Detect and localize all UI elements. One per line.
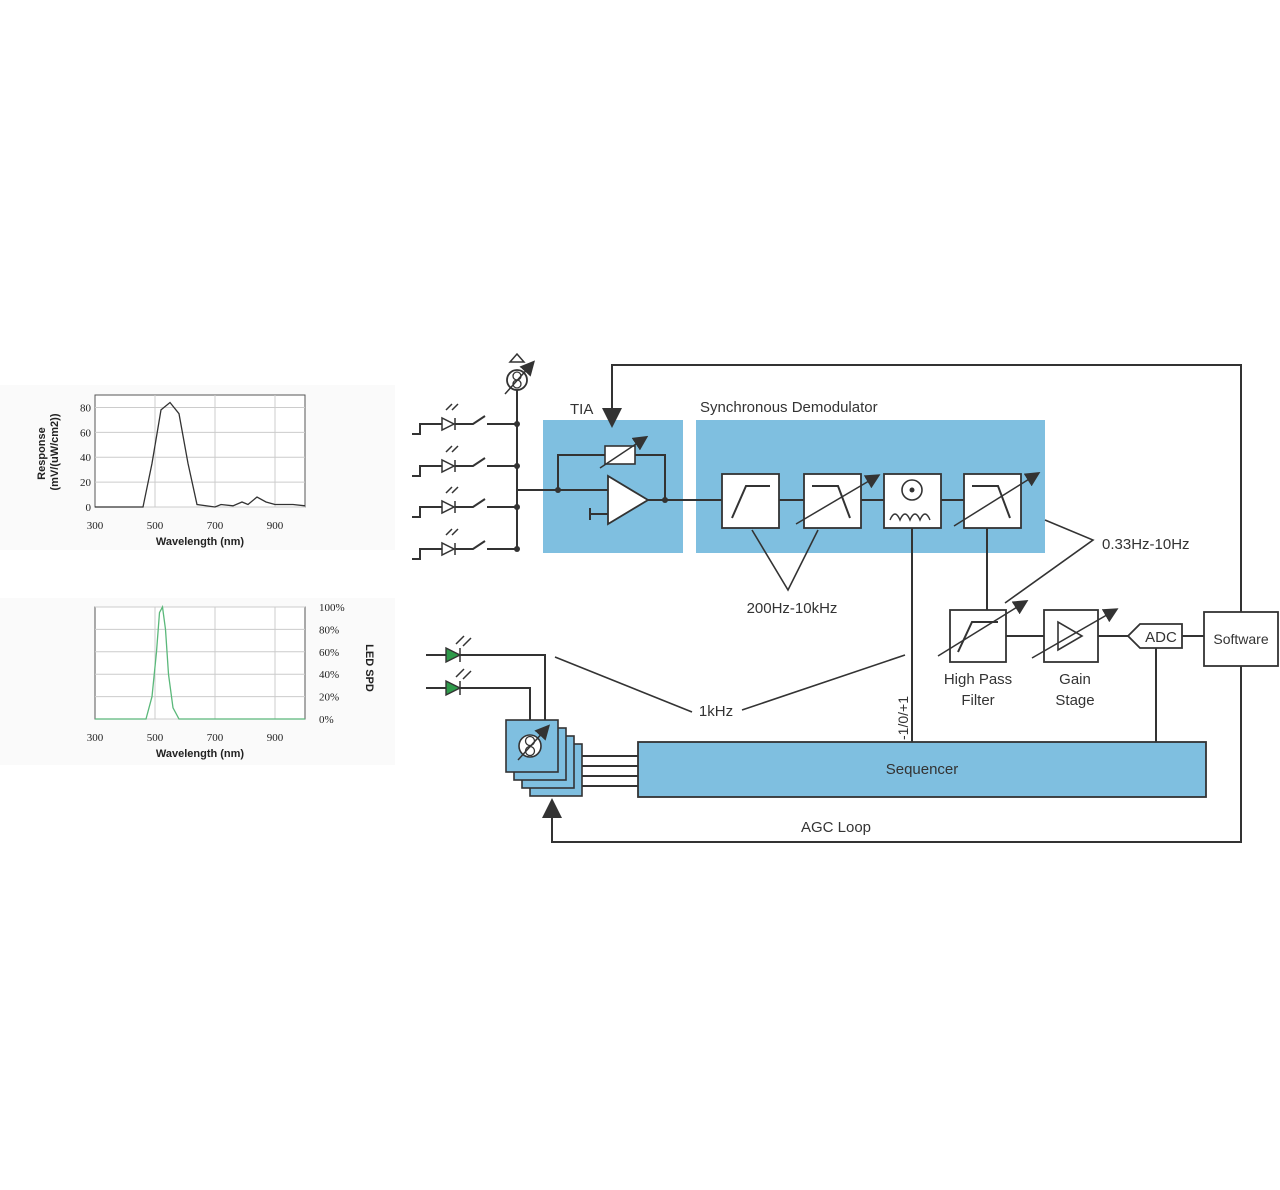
y-tick-label: 60	[80, 427, 92, 439]
freq-1khz-label: 1kHz	[699, 703, 733, 720]
x-tick-label: 300	[87, 520, 104, 532]
photodiode-1	[412, 403, 520, 435]
led-spd-plot-area	[94, 606, 306, 720]
led-driver-current-source-icon	[517, 724, 551, 761]
freq-200hz-10khz-label: 200Hz-10kHz	[747, 600, 838, 617]
photodiode-4	[412, 528, 520, 560]
agc-loop-label: AGC Loop	[801, 819, 871, 836]
y-tick-label: 0%	[319, 714, 334, 726]
y-tick-label: 40	[80, 452, 92, 464]
hpf-label-2: Filter	[961, 692, 994, 709]
high-pass-filter-icon	[949, 609, 1007, 663]
software-label: Software	[1213, 631, 1268, 647]
photodiode-array	[412, 352, 535, 560]
led-spd-xlabel: Wavelength (nm)	[156, 748, 245, 760]
response-ylabel-line-1: Response	[36, 427, 48, 480]
lowpass-filter-1-icon	[803, 473, 862, 529]
x-tick-label: 700	[207, 732, 224, 744]
green-led-2-icon	[445, 679, 462, 697]
phase-label: -1/0/+1	[895, 696, 911, 740]
response-series-line	[95, 401, 306, 508]
x-tick-label: 900	[267, 732, 284, 744]
lowpass-filter-2-icon	[963, 473, 1022, 529]
x-tick-label: 700	[207, 520, 224, 532]
y-tick-label: 80	[80, 402, 92, 414]
hpf-label-1: High Pass	[944, 671, 1012, 688]
response-xlabel: Wavelength (nm)	[156, 536, 245, 548]
200hz-pointer-lines	[751, 529, 819, 592]
agc-loop-wire	[542, 666, 1242, 843]
led-spd-series-line	[95, 604, 305, 720]
response-chart: 0 20 40 60 80 300 500 700 900 Wavelength (nm) Re…	[0, 385, 395, 550]
gain-label-2: Stage	[1055, 692, 1094, 709]
sync-demod-label: Synchronous Demodulator	[700, 399, 878, 416]
feedback-loop-top	[602, 364, 1242, 612]
bias-current-source-icon	[504, 352, 535, 402]
x-tick-label: 300	[87, 732, 104, 744]
y-tick-label: 40%	[319, 669, 339, 681]
y-tick-label: 20%	[319, 692, 339, 704]
y-tick-label: 100%	[319, 602, 345, 614]
sequencer-label: Sequencer	[886, 761, 959, 778]
x-tick-label: 900	[267, 520, 284, 532]
freq-033hz-10hz-label: 0.33Hz-10Hz	[1102, 536, 1190, 553]
x-tick-label: 500	[147, 732, 164, 744]
033hz-pointer-lines	[1004, 519, 1095, 604]
response-ticks: 0 20 40 60 80 300 500 700 900	[80, 402, 284, 532]
led-emitters	[426, 635, 546, 720]
y-tick-label: 0	[86, 502, 92, 514]
led-spd-ticks: 0% 20% 40% 60% 80% 100% 300 500 700 900	[87, 602, 345, 744]
sequencer-block	[637, 741, 1207, 798]
photodiode-2	[412, 445, 520, 477]
tia-amplifier	[557, 435, 722, 526]
response-ylabel: Response (mV/(uW/cm2))	[36, 413, 61, 490]
response-ylabel-line-2: (mV/(uW/cm2))	[49, 413, 61, 490]
green-led-1-icon	[445, 646, 462, 664]
gain-label-1: Gain	[1059, 671, 1091, 688]
led-spd-ylabel: LED SPD	[363, 644, 375, 692]
adc-label: ADC	[1145, 629, 1177, 646]
y-tick-label: 60%	[319, 647, 339, 659]
y-tick-label: 80%	[319, 624, 339, 636]
x-tick-label: 500	[147, 520, 164, 532]
led-spd-chart: 0% 20% 40% 60% 80% 100% 300 500 700 900 Wavelengt…	[0, 598, 395, 765]
led-driver-stack	[505, 719, 638, 797]
tia-label: TIA	[570, 401, 593, 418]
y-tick-label: 20	[80, 477, 92, 489]
highpass-filter-1-icon	[721, 473, 780, 529]
response-plot-area	[94, 394, 306, 508]
opamp-icon	[607, 474, 650, 526]
photodiode-3	[412, 486, 520, 518]
